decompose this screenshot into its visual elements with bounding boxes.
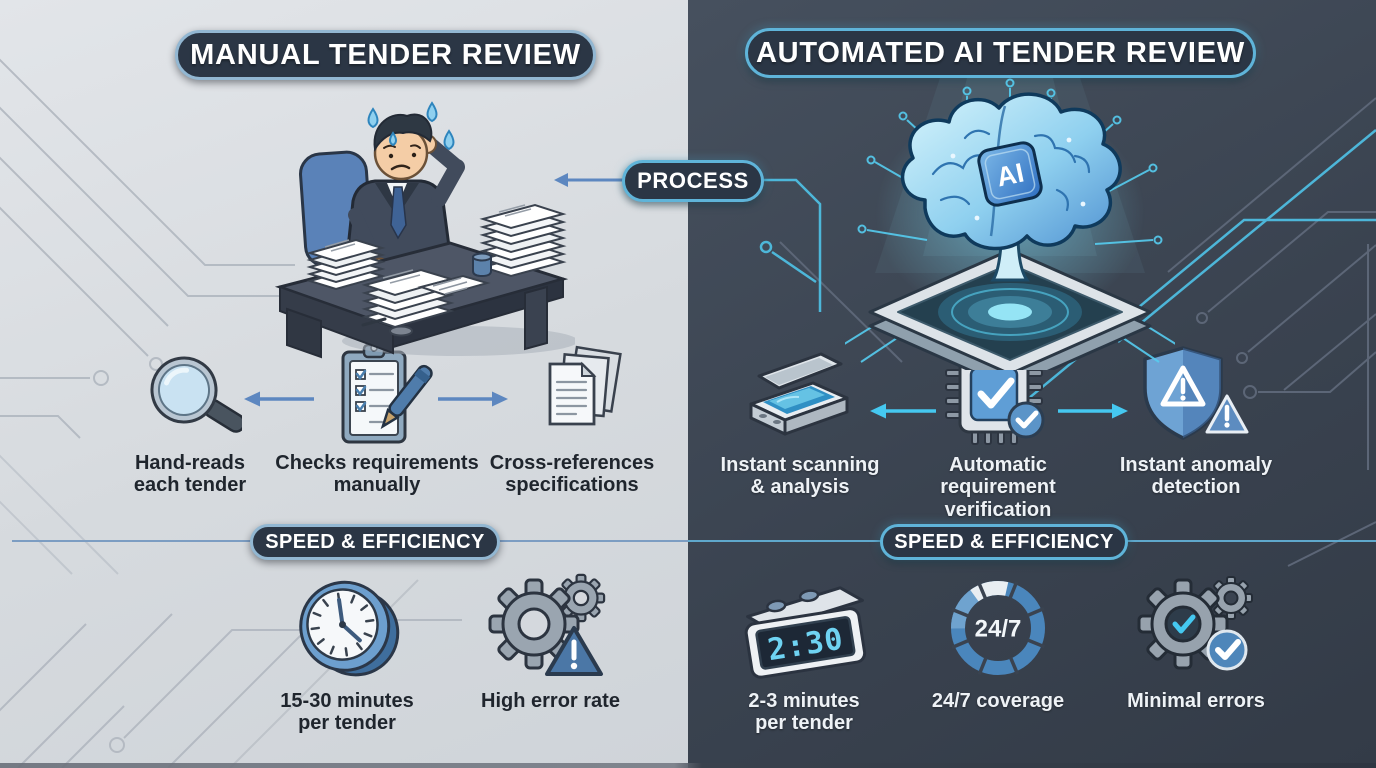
small-gear: [556, 573, 605, 623]
speed-item-label: High error rate: [481, 690, 620, 712]
chip-platform: [868, 248, 1152, 370]
speed-rule-right: [493, 540, 688, 542]
process-item-label: Instant scanning & analysis: [720, 454, 880, 499]
process-item-hand-reads: Hand-reads each tender: [90, 348, 290, 497]
warning-triangle: [544, 626, 603, 676]
front-page: [548, 361, 597, 426]
sweat-drops: [367, 101, 455, 151]
process-item-cross-references: Cross-references specifications: [472, 344, 672, 497]
ai-title: AUTOMATED AI TENDER REVIEW: [755, 36, 1246, 69]
paper-stack-right: [479, 203, 567, 278]
manual-title: MANUAL TENDER REVIEW: [190, 38, 581, 71]
process-item-label: Hand-reads each tender: [133, 452, 247, 497]
analog-clock-icon: [285, 570, 409, 686]
process-item-auto-verification: Automatic requirement verification: [888, 342, 1108, 521]
ai-title-badge: AUTOMATED AI TENDER REVIEW: [745, 28, 1256, 78]
speed-rule-right: [1120, 540, 1376, 542]
brain-circuit-dots: [950, 137, 1086, 221]
pen-glyph: [380, 364, 433, 430]
gears-warning-icon: [484, 570, 618, 686]
speed-rule-left: [12, 540, 252, 542]
speed-item-error-rate: High error rate: [448, 570, 653, 712]
speed-item-minutes: 15-30 minutes per tender: [247, 570, 447, 735]
computer-mouse: [389, 325, 413, 337]
manual-side: MANUAL TENDER REVIEW: [0, 0, 688, 768]
ai-label: AI: [994, 157, 1027, 192]
pen: [361, 317, 387, 327]
ai-brain-chip-illustration: AI: [845, 78, 1175, 370]
manual-speed-title: SPEED & EFFICIENCY: [265, 530, 485, 553]
big-gear: [1137, 578, 1229, 670]
process-item-checks-requirements: Checks requirements manually: [272, 342, 482, 497]
right-circuit-background: [750, 97, 1376, 567]
arrow-left-to-magnifier: [244, 391, 314, 407]
speed-item-coverage: 24/7 24/7 coverage: [903, 570, 1093, 712]
paper-stack-left: [306, 238, 386, 291]
paper-stacks: [306, 203, 567, 337]
ai-side: AUTOMATED AI TENDER REVIEW: [688, 0, 1376, 768]
magnifier-icon: [138, 348, 242, 448]
process-item-label: Checks requirements manually: [275, 452, 479, 497]
speed-rule-left: [688, 540, 882, 542]
ring-24-7-icon: 24/7: [940, 570, 1056, 686]
shield-alert-icon: [1137, 344, 1255, 450]
alert-badge-triangle: [1205, 394, 1249, 434]
digital-clock-icon: 2:30: [729, 570, 879, 686]
manual-speed-badge: SPEED & EFFICIENCY: [250, 524, 500, 560]
speed-item-fast-minutes: 2:30 2-3 minutes per tender: [714, 570, 894, 735]
process-item-anomaly-detection: Instant anomaly detection: [1101, 344, 1291, 499]
process-label: PROCESS: [637, 168, 749, 193]
process-badge: PROCESS: [622, 160, 764, 202]
arrow-process-to-manual: [554, 173, 624, 187]
arrow-left-to-scanner: [870, 403, 936, 419]
speed-item-minimal-errors: Minimal errors: [1101, 570, 1291, 712]
gears-check-icon: [1129, 570, 1263, 686]
manual-title-badge: MANUAL TENDER REVIEW: [175, 30, 596, 80]
coffee-mug: [472, 252, 492, 278]
check-badge: [1206, 629, 1248, 671]
speed-item-label: Minimal errors: [1127, 690, 1265, 712]
arrow-right-to-documents: [438, 391, 508, 407]
process-item-label: Instant anomaly detection: [1119, 454, 1273, 499]
speed-item-label: 24/7 coverage: [931, 690, 1065, 712]
bottom-edge-strip: [0, 763, 1376, 768]
small-gear: [1209, 576, 1253, 620]
documents-icon: [516, 344, 628, 448]
process-item-instant-scanning: Instant scanning & analysis: [710, 346, 890, 499]
ai-speed-badge: SPEED & EFFICIENCY: [880, 524, 1128, 560]
arrow-right-to-shield: [1058, 403, 1128, 419]
scanner-icon: [741, 346, 859, 450]
process-item-label: Automatic requirement verification: [940, 454, 1056, 521]
stressed-reviewer-illustration: [274, 101, 575, 359]
speed-item-label: 15-30 minutes per tender: [280, 690, 414, 735]
speed-item-label: 2-3 minutes per tender: [748, 690, 860, 735]
process-item-label: Cross-references specifications: [489, 452, 655, 497]
brain-gyri: [931, 129, 1091, 212]
open-document: [417, 274, 491, 297]
big-gear: [488, 578, 579, 670]
ring-text: 24/7: [975, 616, 1022, 643]
ai-chip-label-plate: AI: [977, 141, 1043, 207]
chip-check-icon: [942, 342, 1054, 450]
ai-speed-title: SPEED & EFFICIENCY: [894, 530, 1114, 553]
